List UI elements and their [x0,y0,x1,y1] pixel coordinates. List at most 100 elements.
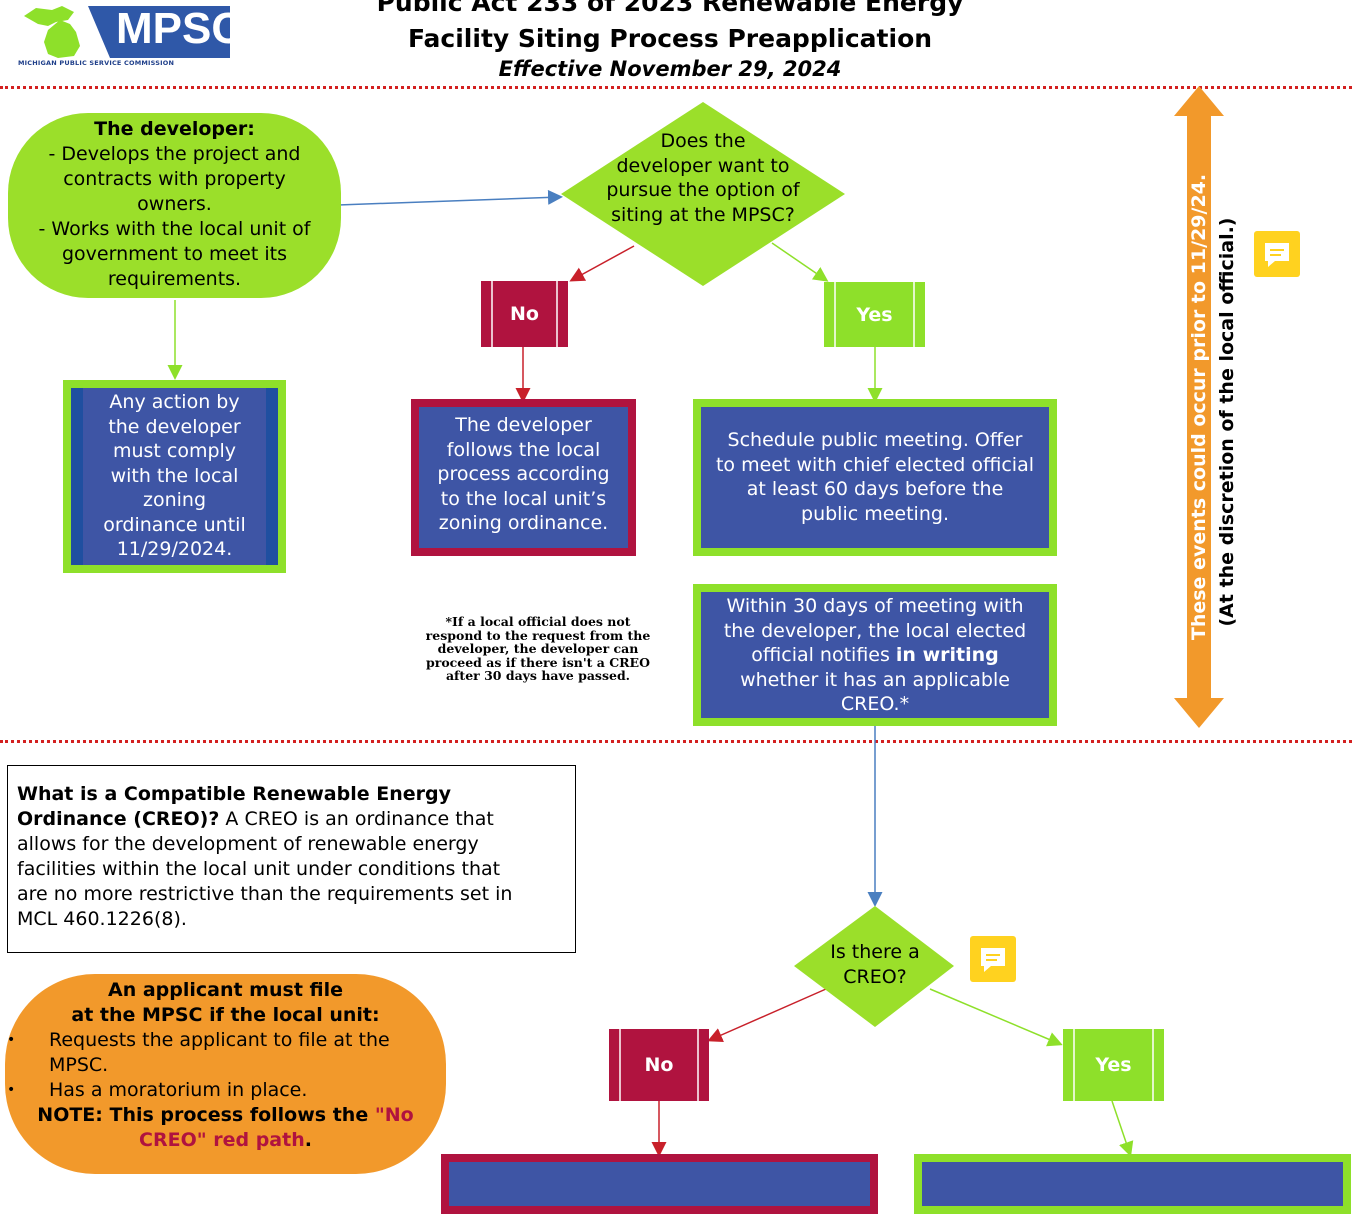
creo-definition-line: Ordinance (CREO)? A CREO is an ordinance… [17,807,567,832]
effective-date: Effective November 29, 2024 [498,57,842,81]
developer-text: government to meet its [62,243,287,265]
decision-text: CREO? [843,965,907,988]
note-red-text: CREO" red path [139,1129,305,1151]
creo-definition-text: are no more restrictive than the require… [17,883,513,905]
local-process-text: process according [437,463,610,485]
note-text: . [304,1129,312,1151]
comment-icon[interactable] [1254,231,1300,277]
must-file-item: Requests the applicant to file at theMPS… [7,1028,446,1078]
notify-text: official notifies [751,644,896,666]
creo-definition-line: What is a Compatible Renewable Energy [17,782,567,807]
decision-text: developer want to [616,154,790,177]
meeting-text: at least 60 days before the [746,478,1004,500]
decision-text: Is there a [830,941,920,963]
logo-text: MPSC [116,4,244,53]
must-file-text: MPSC. [49,1054,109,1076]
comply-text: 11/29/2024. [116,538,233,560]
yes-label: Yes [1063,1029,1164,1101]
developer-text: contracts with property [63,168,286,190]
yes-label: Yes [824,282,925,347]
must-file-text: Requests the applicant to file at the [49,1029,390,1051]
speech-bubble-icon [1265,243,1289,267]
local-process-text: The developer [455,414,592,436]
no-label: No [481,281,568,347]
notify-text: whether it has an applicable [740,668,1010,691]
decision-text: pursue the option of [606,179,800,201]
strip [266,388,278,565]
comply-text: with the local [110,464,239,487]
must-file-list: Requests the applicant to file at theMPS… [5,1028,446,1103]
comply-text: zoning [142,489,207,511]
creo-definition-box: What is a Compatible Renewable Energy Or… [7,765,576,953]
developer-title: The developer: [94,118,255,140]
no-creo-box [441,1154,878,1214]
decision-text: Does the [660,130,746,152]
must-file-note: NOTE: This process follows the "No CREO"… [5,1103,446,1153]
developer-text: requirements. [107,268,242,290]
page-title-line1: Public Act 233 of 2023 Renewable Energy [376,0,964,17]
notify-text: the developer, the local elected [723,619,1027,642]
meeting-text: Schedule public meeting. Offer [727,429,1023,451]
meeting-text: to meet with chief elected official [715,453,1034,476]
notify-box: Within 30 days of meeting with the devel… [693,584,1057,726]
creo-box [914,1154,1351,1214]
double-arrow-timeline [1174,86,1224,728]
public-meeting-box: Schedule public meeting. Offer to meet w… [693,399,1057,556]
local-process-text: zoning ordinance. [438,512,609,534]
comply-text: Any action by [109,391,240,413]
speech-bubble-icon [981,948,1005,972]
no-label: No [609,1029,709,1101]
note-text: NOTE: This process follows the [37,1104,375,1126]
notify-emphasis: in writing [895,644,999,666]
decision-creo-text: Is there a CREO? [805,940,945,989]
comply-text: ordinance until [103,513,246,536]
must-file-title: at the MPSC if the local unit: [71,1004,380,1026]
top-divider [0,86,1352,89]
decision-diamond-creo [794,906,954,1027]
logo-subtext: MICHIGAN PUBLIC SERVICE COMMISSION [18,59,175,67]
footnote: *If a local official does not respond to… [408,615,668,683]
developer-text: - Develops the project and [48,143,301,165]
local-process-text: to the local unit’s [440,487,607,510]
local-process-box: The developer follows the local process … [411,399,636,556]
comment-icon[interactable] [970,936,1016,982]
creo-definition-text: facilities within the local unit under c… [17,858,501,880]
meeting-text: public meeting. [801,502,949,525]
creo-definition-bold: Ordinance (CREO)? [17,808,220,830]
developer-node: The developer: - Develops the project an… [8,113,341,298]
creo-definition-text: allows for the development of renewable … [17,833,479,855]
creo-definition-text: MCL 460.1226(8). [17,908,187,930]
footnote-text: developer, the developer can [437,641,639,656]
creo-definition-text: A CREO is an ordinance that [219,808,494,830]
must-file-text: Has a moratorium in place. [49,1079,308,1101]
must-file-title: An applicant must file [107,979,343,1001]
flow-connectors [167,86,1224,1157]
must-file-item: Has a moratorium in place. [7,1078,446,1103]
local-process-text: follows the local [446,438,601,461]
decision-diamond-siting [561,102,845,286]
decision-text: siting at the MPSC? [611,203,795,226]
footnote-text: *If a local official does not [445,614,631,629]
comply-text: must comply [112,440,237,462]
strip [71,388,83,565]
notify-text: CREO.* [840,693,910,715]
middle-divider [0,740,1352,743]
page-title-line2: Facility Siting Process Preapplication [407,24,933,53]
decision-siting-text: Does the developer want to pursue the op… [583,129,823,227]
footnote-text: respond to the request from the [425,627,651,643]
footnote-text: proceed as if there isn't a CREO [426,654,650,670]
creo-definition-bold: What is a Compatible Renewable Energy [17,783,451,805]
michigan-map-icon [18,2,230,58]
comply-text: the developer [108,415,241,438]
side-arrow-subtext: (At the discretion of the local official… [1216,217,1238,627]
developer-text: owners. [137,193,212,215]
footnote-text: after 30 days have passed. [445,668,631,683]
must-file-node: An applicant must file at the MPSC if th… [5,974,446,1174]
note-red-text: "No [374,1104,414,1126]
notify-text: official notifies in writing [701,643,1049,668]
side-arrow-text: These events could occur prior to 11/29/… [1188,173,1210,641]
comply-box: Any action by the developer must comply … [63,380,286,573]
developer-text: - Works with the local unit of [38,218,311,240]
mpsc-logo: MPSC MICHIGAN PUBLIC SERVICE COMMISSION [18,2,243,68]
notify-text: Within 30 days of meeting with [726,595,1024,617]
